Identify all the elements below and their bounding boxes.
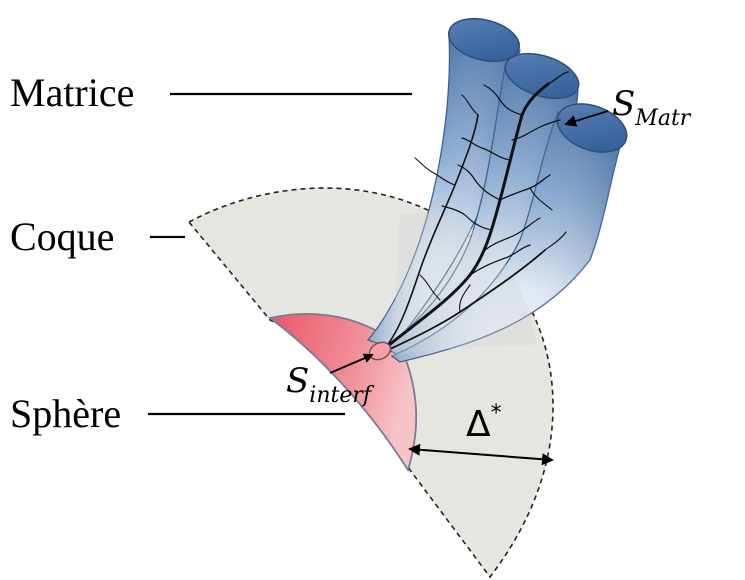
label-sphere: Sphère bbox=[10, 391, 121, 436]
label-matrice: Matrice bbox=[10, 70, 134, 115]
symbol-s-matr: SMatr bbox=[612, 84, 692, 131]
label-coque: Coque bbox=[10, 214, 114, 259]
